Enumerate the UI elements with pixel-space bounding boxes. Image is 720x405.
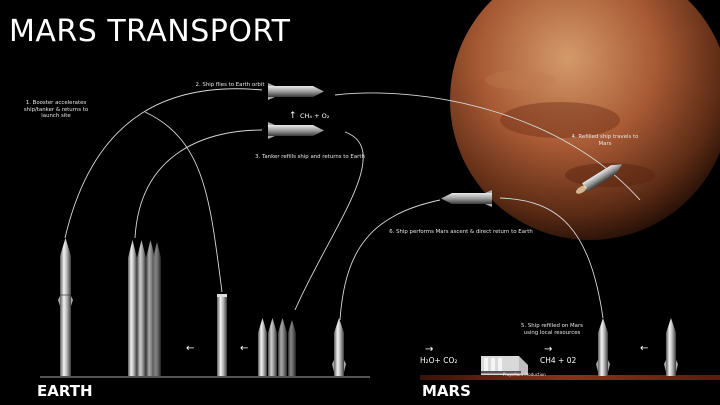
mars-ground	[420, 375, 720, 380]
trajectory-booster-return	[144, 111, 223, 293]
page-title: MARS TRANSPORT	[9, 14, 291, 49]
step-4-caption: 4. Refilled ship travels to Mars	[571, 134, 639, 147]
mars-output-formula: CH4 + 02	[540, 356, 577, 365]
trajectory-mars-ascent	[499, 197, 604, 319]
mars-ship-refilled-icon	[596, 318, 610, 376]
trajectory-tanker-return	[294, 131, 364, 311]
booster-icon	[217, 294, 227, 376]
output-arrow-icon: →	[544, 344, 553, 355]
rocket-stack-icon	[58, 238, 73, 376]
left-arrow-icon: ←	[640, 343, 649, 354]
orbit-tanker-icon	[268, 122, 324, 139]
trajectory-mars-return	[339, 199, 441, 321]
step-6-caption: 6. Ship performs Mars ascent & direct re…	[389, 229, 533, 235]
mars-ship-landed-icon	[664, 318, 678, 376]
step-1-caption: 1. Booster accelerates ship/tanker & ret…	[23, 100, 89, 120]
ship-icon	[332, 318, 346, 376]
orbit-ship-icon	[268, 83, 324, 100]
tanker-icon	[258, 318, 296, 376]
mars-label: MARS	[422, 382, 471, 400]
step-3-caption: 3. Tanker refills ship and returns to Ea…	[255, 154, 365, 160]
propellant-production-label: Propellant Production	[503, 372, 546, 377]
up-arrow-icon: ↑	[289, 111, 297, 121]
left-arrow-icon: ←	[186, 343, 195, 354]
trajectory-tanker-ascent	[134, 129, 263, 239]
input-arrow-icon: →	[425, 344, 434, 355]
propellant-plant-icon	[481, 356, 528, 375]
trajectory-lines	[64, 88, 641, 321]
earth-label: EARTH	[37, 382, 93, 400]
trajectory-booster-ascent	[64, 88, 263, 239]
tanker-stack-group	[128, 240, 161, 376]
mars-input-formula: H₂O+ CO₂	[420, 356, 458, 365]
return-ship-icon	[441, 190, 492, 207]
trajectory-earth-to-mars	[334, 92, 641, 201]
orbit-propellant-formula: CH₄ + O₂	[300, 112, 330, 120]
step-2-caption: 2. Ship flies to Earth orbit	[195, 82, 265, 88]
arriving-ship-icon	[576, 164, 623, 194]
left-arrow-icon: ←	[240, 343, 249, 354]
step-5-caption: 5. Ship refilled on Mars using local res…	[521, 323, 583, 336]
